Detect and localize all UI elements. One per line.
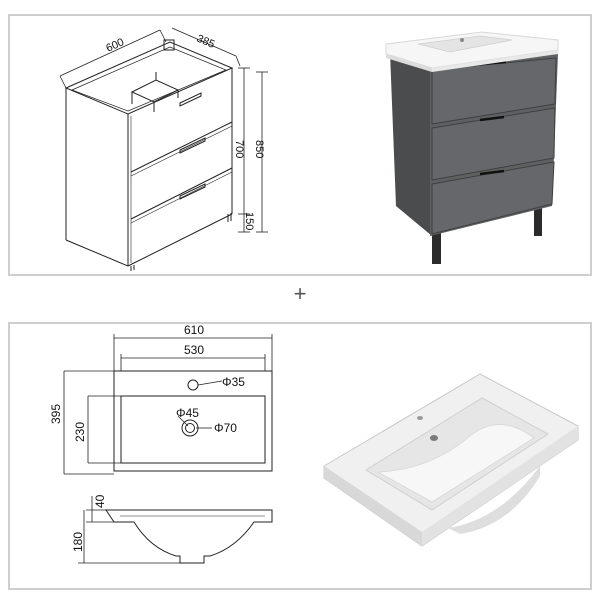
basin-side-view [78, 496, 273, 564]
cabinet-depth-label: 385 [195, 33, 217, 51]
cabinet-dimension-lines [59, 27, 268, 233]
cabinet-body-height-label: 700 [233, 140, 245, 158]
basin-rim-height-label: 40 [93, 494, 107, 508]
basin-bowl-depth-label: 230 [73, 422, 87, 442]
basin-drain [430, 435, 438, 441]
basin-product-image [323, 373, 579, 547]
cabinet-line-drawing [64, 39, 234, 271]
cabinet-product-image [385, 31, 559, 264]
cabinet-leg-height-label: 150 [243, 212, 255, 230]
cabinet-leg [432, 228, 441, 264]
basin-depth-label: 395 [49, 404, 63, 424]
plus-separator: + [293, 281, 307, 306]
basin-outer-width-label: 610 [184, 323, 204, 337]
basin-inner-width-label: 530 [184, 343, 204, 357]
basin-total-height-label: 180 [71, 532, 85, 552]
cabinet-total-height-label: 850 [253, 140, 265, 158]
tap-hole-label: Φ35 [222, 375, 245, 389]
drain-outer-label: Φ70 [214, 421, 237, 435]
cabinet-leg [534, 206, 542, 236]
cabinet-width-label: 600 [104, 36, 126, 54]
basin-top-view [63, 334, 273, 475]
basin-tap-hole [417, 416, 423, 420]
drain-inner-label: Φ45 [176, 406, 199, 420]
